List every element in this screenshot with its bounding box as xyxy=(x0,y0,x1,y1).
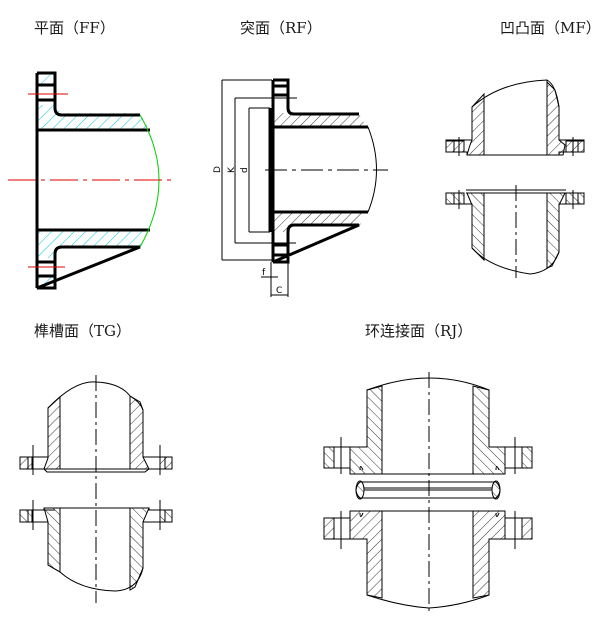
mf-bottom-hatch-left xyxy=(466,192,485,262)
mf-top-hatch-left xyxy=(466,92,485,156)
tg-top-hatch-left xyxy=(43,395,61,470)
title-ff: 平面（FF） xyxy=(34,19,115,37)
title-rj: 环连接面（RJ） xyxy=(365,322,473,340)
rj-ring-gasket xyxy=(355,481,501,499)
tg-top-hatch-right xyxy=(129,395,150,470)
rf-dim-label-d-outer: D xyxy=(213,166,223,173)
rf-hatch-top xyxy=(272,113,366,127)
rj-bottom-hatch-left xyxy=(349,510,383,599)
ff-outline xyxy=(35,71,150,290)
title-mf: 凹凸面（MF） xyxy=(500,19,601,37)
rf-dimensions xyxy=(221,79,297,297)
title-tg: 榫槽面（TG） xyxy=(34,322,131,340)
rf-dim-label-f: f xyxy=(262,268,266,278)
rf-hatch-bottom xyxy=(272,212,366,232)
rf-dim-label-c: C xyxy=(276,286,282,296)
rf-drawing: D K d f C xyxy=(213,78,388,297)
tg-bottom-hatch-left xyxy=(43,507,61,573)
rf-dim-label-k: K xyxy=(227,166,237,173)
title-rf: 突面（RF） xyxy=(240,19,322,37)
rf-dim-label-d-inner: d xyxy=(240,167,250,173)
ff-flange-top-bolt xyxy=(37,73,55,85)
ff-green-arc xyxy=(139,114,160,248)
ff-hatch-bottom xyxy=(37,230,150,258)
rj-drawing xyxy=(323,372,533,612)
rj-top-hatch-left xyxy=(349,385,383,475)
mf-drawing xyxy=(445,79,585,278)
rf-outline xyxy=(268,78,368,264)
tg-drawing xyxy=(19,375,173,603)
ff-drawing xyxy=(8,71,172,290)
ff-hatch-top xyxy=(37,105,150,130)
